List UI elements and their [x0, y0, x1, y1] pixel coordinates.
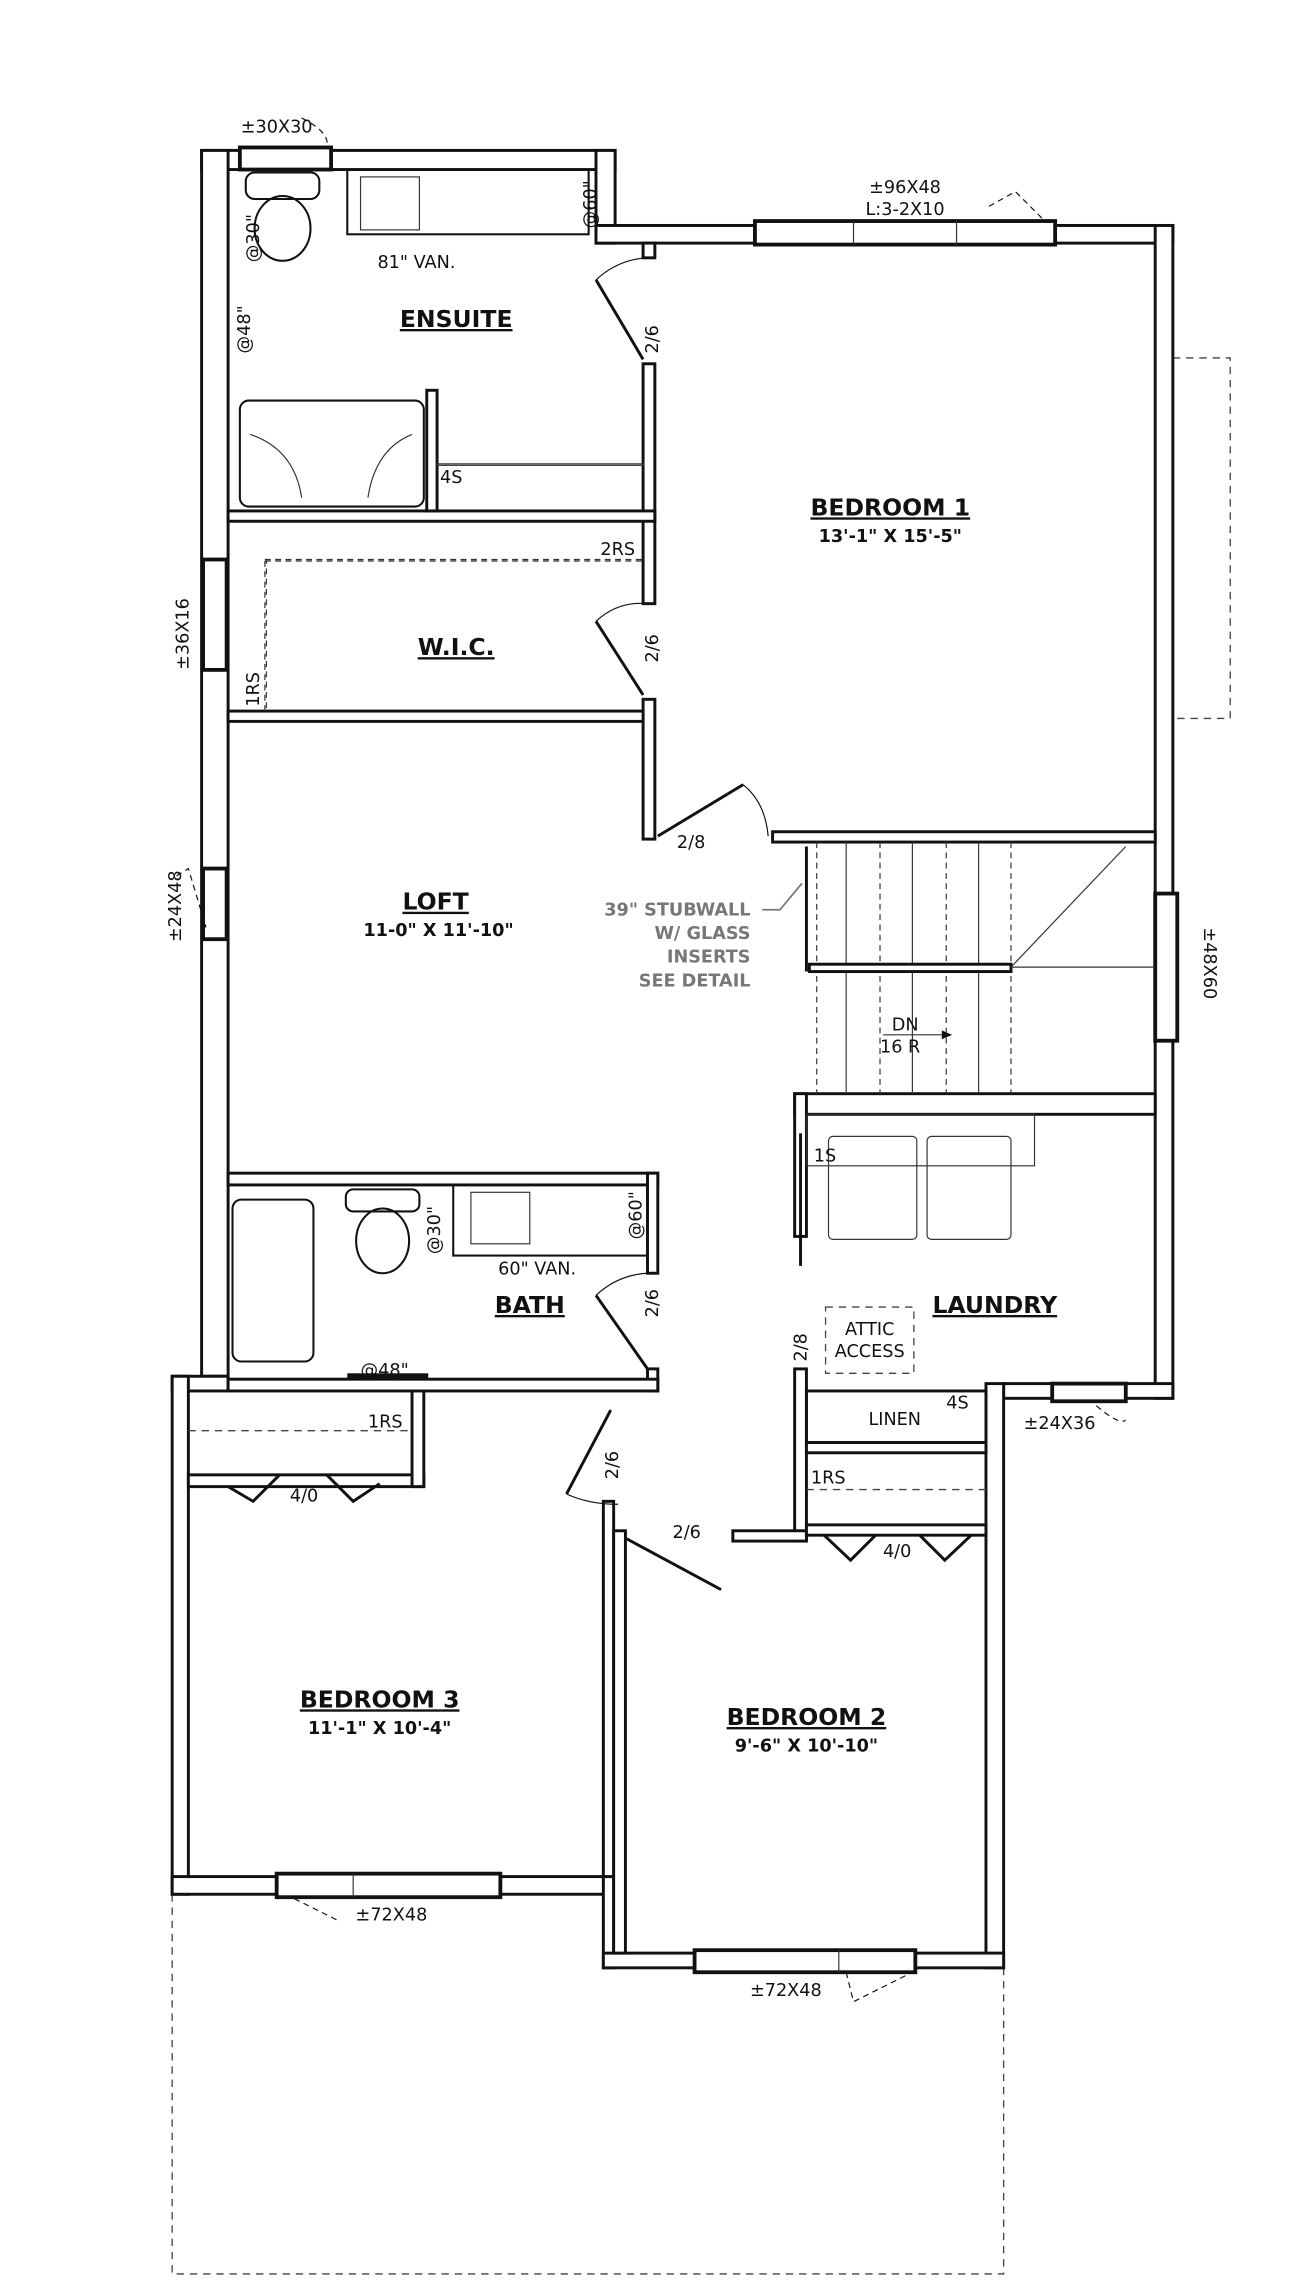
- room-name-laundry: LAUNDRY: [932, 1291, 1058, 1319]
- door-bedroom3: 2/6: [603, 1451, 623, 1479]
- room-name-bedroom2: BEDROOM 2: [727, 1703, 887, 1731]
- laundry-shelf: 1S: [814, 1146, 836, 1166]
- bath-vanity: 60" VAN.: [498, 1260, 576, 1280]
- dashed-outlines: [171, 357, 1231, 2275]
- stair: [807, 842, 1156, 1094]
- stair-direction: DN: [892, 1015, 919, 1035]
- window-loft: ±24X48: [166, 870, 186, 942]
- fixtures: [188, 168, 1156, 1491]
- stair-risers: 16 R: [880, 1037, 920, 1057]
- bath-vanity-clear: @60": [627, 1191, 647, 1239]
- stubwall-note-2: W/ GLASS: [654, 924, 750, 944]
- bedroom1-size: 13'-1" X 15'-5": [819, 527, 962, 547]
- windows: [176, 117, 1180, 2003]
- ensuite-shelf: 4S: [440, 468, 462, 488]
- attic-access-line2: ACCESS: [835, 1342, 905, 1362]
- stubwall-note-3: INSERTS: [667, 948, 751, 968]
- room-name-loft: LOFT: [402, 888, 468, 916]
- wic-rod-top: 2RS: [600, 540, 635, 560]
- bedroom2-closet-door: 4/0: [883, 1542, 911, 1562]
- linen-shelf: 4S: [946, 1394, 968, 1414]
- interior-walls: [186, 241, 1157, 1955]
- window-bedroom1-size: ±96X48: [869, 178, 941, 198]
- ensuite-vanity-clear: @60": [581, 180, 601, 228]
- ensuite-toilet-clear: @30": [244, 214, 264, 262]
- stubwall-note-1: 39" STUBWALL: [604, 901, 750, 921]
- door-bath: 2/6: [643, 1289, 663, 1317]
- room-name-bedroom1: BEDROOM 1: [810, 493, 970, 521]
- wic-rod-side: 1RS: [244, 672, 264, 707]
- door-wic: 2/6: [643, 634, 663, 662]
- window-bedroom3: ±72X48: [356, 1906, 428, 1926]
- doors: [227, 257, 973, 1591]
- attic-access-line1: ATTIC: [845, 1320, 894, 1340]
- window-wic: ±36X16: [173, 598, 193, 670]
- ensuite-vanity: 81" VAN.: [377, 253, 455, 273]
- window-ensuite: ±30X30: [241, 118, 313, 138]
- bedroom3-closet-rod: 1RS: [368, 1413, 403, 1433]
- stubwall-note-4: SEE DETAIL: [639, 971, 751, 991]
- door-bedroom2: 2/6: [673, 1523, 701, 1543]
- door-loft: 2/8: [677, 833, 705, 853]
- bedroom3-closet-door: 4/0: [290, 1486, 318, 1506]
- door-ensuite: 2/6: [643, 325, 663, 353]
- window-stair: ±48X60: [1199, 927, 1219, 999]
- room-name-bedroom3: BEDROOM 3: [300, 1685, 460, 1713]
- window-bedroom1-lintel: L:3-2X10: [865, 200, 944, 220]
- window-bedroom2: ±72X48: [750, 1981, 822, 2001]
- bedroom3-size: 11'-1" X 10'-4": [308, 1719, 451, 1739]
- loft-size: 11-0" X 11'-10": [363, 921, 513, 941]
- labels: ENSUITE 81" VAN. @30" @48" @60" 4S W.I.C…: [166, 118, 1219, 2001]
- linen-label: LINEN: [868, 1410, 921, 1430]
- bath-tub-clear: @48": [361, 1361, 409, 1381]
- bath-toilet-clear: @30": [425, 1206, 445, 1254]
- window-laundry: ±24X36: [1024, 1414, 1096, 1434]
- room-name-wic: W.I.C.: [418, 633, 495, 661]
- door-laundry: 2/8: [791, 1333, 811, 1361]
- room-name-ensuite: ENSUITE: [400, 305, 513, 333]
- bedroom2-size: 9'-6" X 10'-10": [735, 1737, 878, 1757]
- ensuite-shower-clear: @48": [235, 305, 255, 353]
- room-name-bath: BATH: [495, 1291, 565, 1319]
- bedroom2-closet-rod: 1RS: [811, 1469, 846, 1489]
